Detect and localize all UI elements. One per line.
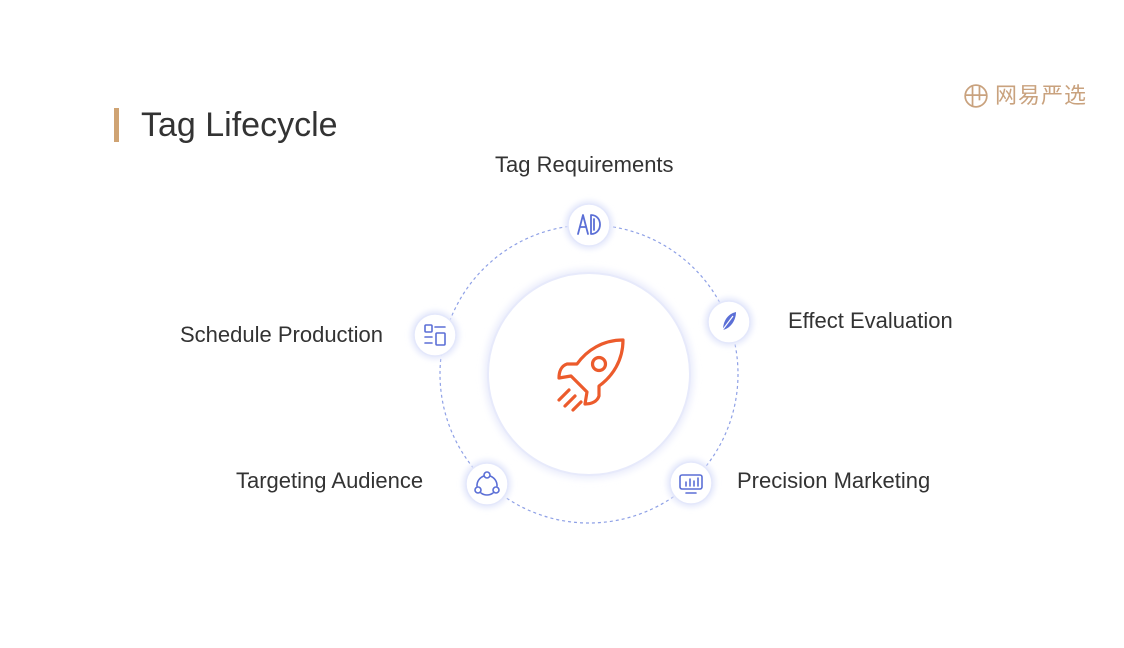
node-targeting-audience[interactable] <box>463 460 511 508</box>
brand-logo: 网易严选 <box>963 80 1087 112</box>
rocket-icon <box>557 338 625 412</box>
share-network-icon <box>474 471 500 496</box>
node-effect-evaluation[interactable] <box>705 298 753 346</box>
ad-icon <box>577 214 601 235</box>
schedule-layout-icon <box>424 324 446 346</box>
label-precision-marketing: Precision Marketing <box>737 468 931 493</box>
page-title: Tag Lifecycle <box>141 106 338 144</box>
feather-icon <box>720 312 736 333</box>
node-tag-requirements[interactable] <box>565 201 613 249</box>
node-schedule-production[interactable] <box>411 311 459 359</box>
title-accent-bar <box>114 108 119 142</box>
brand-logo-text: 网易严选 <box>994 83 1087 108</box>
node-precision-marketing[interactable] <box>667 459 715 507</box>
center-hub <box>485 270 693 478</box>
brand-logo-icon <box>964 84 988 108</box>
label-tag-requirements: Tag Requirements <box>495 152 674 177</box>
label-schedule-production: Schedule Production <box>180 322 384 347</box>
cycle-ring <box>439 224 739 524</box>
monitor-chart-icon <box>679 474 703 494</box>
label-effect-evaluation: Effect Evaluation <box>788 308 953 333</box>
label-targeting-audience: Targeting Audience <box>236 468 424 493</box>
